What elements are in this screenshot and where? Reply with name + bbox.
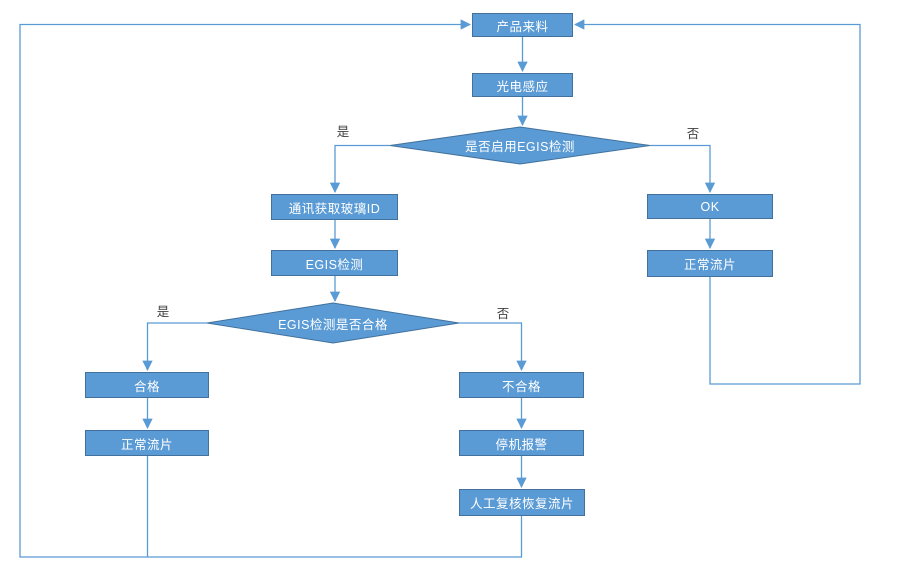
edge-label-enable-no: 否	[686, 126, 700, 141]
node-product-incoming: 产品来料	[472, 13, 573, 37]
node-normal-flow-left: 正常流片	[85, 430, 209, 456]
edge-label-pass-no: 否	[496, 306, 510, 321]
decision-egis-pass-label: EGIS检测是否合格	[278, 317, 388, 332]
decision-egis-pass-shape	[206, 302, 460, 344]
decision-enable-egis-label: 是否启用EGIS检测	[465, 139, 575, 154]
node-manual-review-resume: 人工复核恢复流片	[459, 489, 585, 516]
edge-normal-right-loopback	[573, 19, 861, 385]
edge-decision1-yes	[329, 144, 390, 194]
edge-manual-loopback	[19, 19, 523, 558]
edge-label-pass-yes: 是	[156, 304, 170, 319]
node-photoelectric-sensing: 光电感应	[472, 73, 573, 97]
node-egis-check: EGIS检测	[271, 250, 398, 276]
node-qualified: 合格	[85, 372, 209, 398]
decision-enable-egis-shape	[389, 126, 651, 165]
node-normal-flow-right: 正常流片	[647, 250, 773, 277]
node-get-glass-id: 通讯获取玻璃ID	[271, 194, 398, 220]
edge-decision2-yes	[142, 322, 207, 372]
node-stop-alarm: 停机报警	[459, 430, 584, 456]
edge-decision1-no	[650, 144, 716, 194]
node-unqualified: 不合格	[459, 372, 584, 398]
edge-label-enable-yes: 是	[336, 124, 350, 139]
node-ok: OK	[647, 194, 773, 219]
edge-decision2-no	[459, 322, 527, 372]
